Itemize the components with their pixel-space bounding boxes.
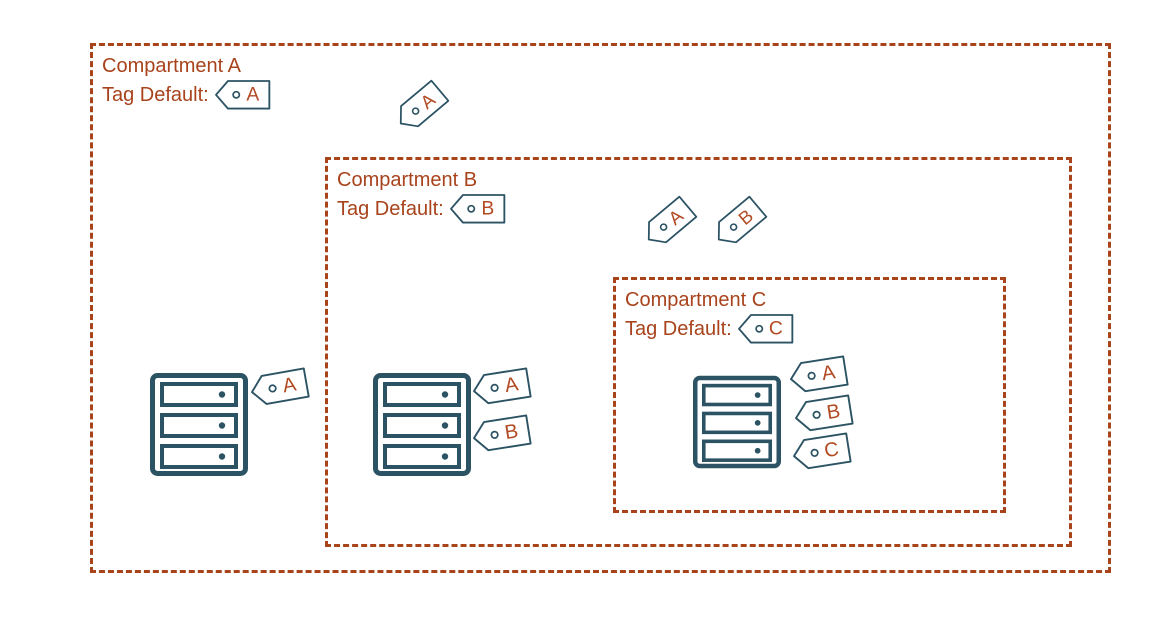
compartment-b-tag-default-row: Tag Default: B <box>337 194 506 224</box>
compartment-c-box <box>613 277 1006 513</box>
server-tag-a: A <box>248 367 310 407</box>
tag-icon-default-b: B <box>449 194 506 224</box>
svg-text:A: A <box>246 84 259 105</box>
compartment-a-title: Compartment A <box>102 55 241 77</box>
svg-text:B: B <box>503 420 520 444</box>
tag-icon-default-c: C <box>737 314 794 344</box>
compartment-c-label: Compartment C Tag Default: C <box>625 287 794 344</box>
compartment-a-tag-default-row: Tag Default: A <box>102 80 271 110</box>
svg-text:B: B <box>481 198 494 219</box>
inherited-tag-a-1: A <box>639 195 698 251</box>
svg-text:A: A <box>281 373 299 397</box>
svg-text:A: A <box>503 373 520 397</box>
compartment-c-tag-default-row: Tag Default: C <box>625 314 794 344</box>
server-rack-icon <box>150 373 248 476</box>
inherited-tag-a-0: A <box>391 79 450 135</box>
server-rack-icon <box>373 373 471 476</box>
server-tag-a: A <box>788 355 849 394</box>
server-rack-icon <box>693 367 781 477</box>
server-tag-b: B <box>793 394 854 433</box>
compartment-c-tag-default-label: Tag Default: <box>625 317 732 340</box>
compartment-c-title: Compartment C <box>625 289 767 311</box>
server-tag-b: B <box>471 414 532 453</box>
compartment-b-tag-default-label: Tag Default: <box>337 197 444 220</box>
server-tag-c: C <box>791 432 852 471</box>
svg-text:A: A <box>820 361 837 385</box>
compartment-b-label: Compartment B Tag Default: B <box>337 167 506 224</box>
svg-text:B: B <box>825 400 842 424</box>
svg-text:C: C <box>769 318 783 339</box>
server-tag-a: A <box>471 367 532 406</box>
compartment-a-box <box>90 43 1111 573</box>
compartment-b-box <box>325 157 1072 547</box>
compartment-a-label: Compartment A Tag Default: A <box>102 53 271 110</box>
inherited-tag-b-2: B <box>709 195 768 251</box>
compartment-a-tag-default-label: Tag Default: <box>102 83 209 106</box>
compartment-b-title: Compartment B <box>337 169 478 191</box>
svg-text:C: C <box>823 438 841 462</box>
tag-icon-default-a: A <box>214 80 271 110</box>
